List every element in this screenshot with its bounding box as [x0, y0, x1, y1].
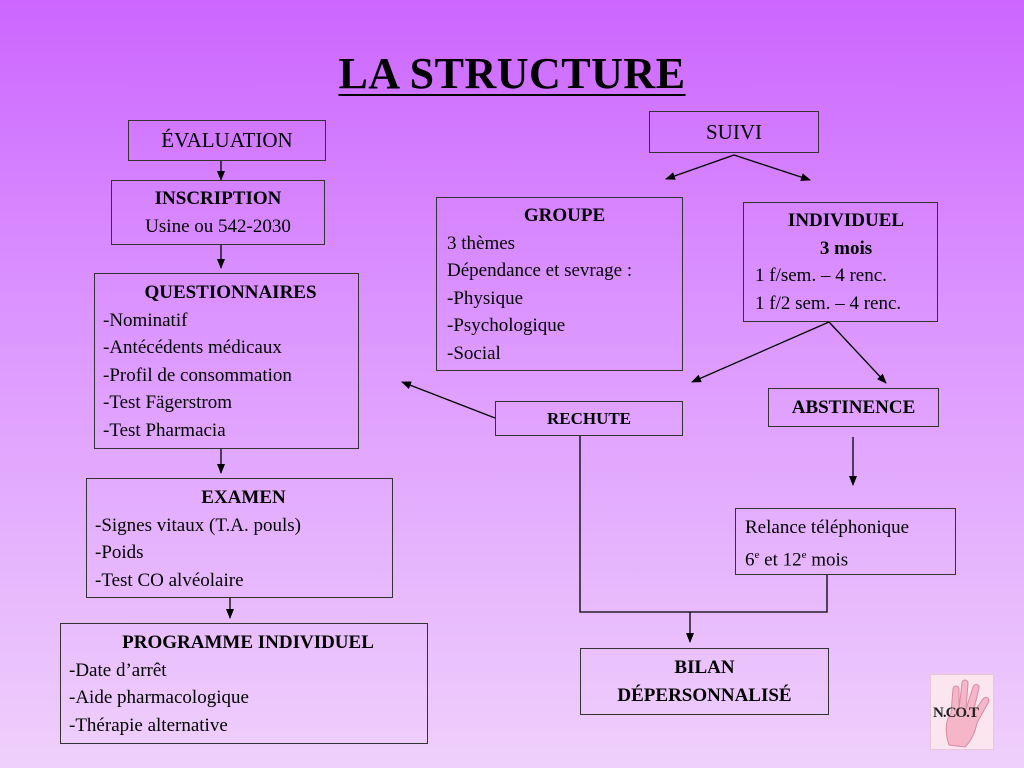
relance-title: Relance téléphonique	[745, 517, 910, 538]
connector-rechute-bilan	[579, 436, 828, 613]
examen-box: EXAMEN -Signes vitaux (T.A. pouls) -Poid…	[86, 478, 393, 598]
evaluation-box: ÉVALUATION	[128, 120, 326, 161]
bilan-line-1: BILAN	[674, 657, 735, 678]
arrow-individuel-rechute	[691, 321, 830, 383]
hand-icon	[945, 679, 990, 748]
abstinence-box: ABSTINENCE	[768, 388, 939, 427]
rechute-label: RECHUTE	[546, 409, 632, 428]
individuel-title: INDIVIDUEL	[787, 210, 905, 231]
groupe-item: 3 thèmes	[447, 232, 516, 254]
groupe-item: -Physique	[447, 287, 523, 309]
groupe-box: GROUPE 3 thèmes Dépendance et sevrage : …	[436, 197, 683, 371]
relance-superscript: e	[801, 548, 807, 561]
suivi-label: SUIVI	[706, 120, 762, 144]
programme-box: PROGRAMME INDIVIDUEL -Date d’arrêt -Aide…	[60, 623, 428, 744]
examen-item: -Signes vitaux (T.A. pouls)	[95, 514, 301, 536]
groupe-title: GROUPE	[523, 205, 606, 226]
programme-item: -Thérapie alternative	[69, 714, 228, 736]
individuel-item: 1 f/sem. – 4 renc.	[755, 265, 887, 286]
rechute-box: RECHUTE	[495, 401, 683, 436]
examen-item: -Poids	[95, 542, 144, 563]
groupe-item: -Psychologique	[447, 315, 566, 336]
inscription-detail: Usine ou 542-2030	[145, 215, 291, 237]
bilan-box: BILAN DÉPERSONNALISÉ	[580, 648, 829, 715]
abstinence-label: ABSTINENCE	[791, 397, 916, 418]
questionnaires-item: -Test Fägerstrom	[103, 392, 233, 413]
groupe-item: Dépendance et sevrage :	[447, 260, 633, 281]
arrow-suivi-individuel	[733, 154, 811, 181]
relance-tail: mois	[806, 548, 849, 570]
evaluation-label: ÉVALUATION	[161, 128, 293, 152]
arrow-suivi-groupe	[665, 154, 735, 180]
questionnaires-item: -Nominatif	[103, 309, 188, 331]
bilan-line-2: DÉPERSONNALISÉ	[617, 684, 792, 706]
relance-conjunction: et 12	[759, 548, 802, 570]
questionnaires-box: QUESTIONNAIRES -Nominatif -Antécédents m…	[94, 273, 359, 449]
arrow-individuel-abstinence	[828, 321, 887, 384]
page-title: LA STRUCTURE	[338, 49, 686, 98]
relance-number: 6	[745, 548, 755, 570]
inscription-box: INSCRIPTION Usine ou 542-2030	[111, 180, 325, 245]
logo-text: N.CO.T	[933, 705, 979, 721]
individuel-box: INDIVIDUEL 3 mois 1 f/sem. – 4 renc. 1 f…	[743, 202, 938, 322]
arrow-rechute-questionnaires	[401, 381, 496, 419]
programme-item: -Aide pharmacologique	[69, 687, 249, 708]
questionnaires-item: -Test Pharmacia	[103, 419, 226, 441]
relance-box: Relance téléphonique 6e et 12e mois	[735, 508, 956, 575]
programme-item: -Date d’arrêt	[69, 659, 167, 681]
questionnaires-title: QUESTIONNAIRES	[144, 282, 317, 303]
programme-title: PROGRAMME INDIVIDUEL	[122, 632, 374, 653]
groupe-item: -Social	[447, 342, 501, 364]
relance-schedule: 6e et 12e mois	[745, 542, 955, 574]
relance-superscript: e	[754, 548, 760, 561]
ncot-logo: N.CO.T	[930, 674, 994, 750]
questionnaires-item: -Profil de consommation	[103, 364, 292, 386]
questionnaires-item: -Antécédents médicaux	[103, 337, 282, 358]
suivi-box: SUIVI	[649, 111, 819, 153]
examen-title: EXAMEN	[201, 487, 286, 508]
examen-item: -Test CO alvéolaire	[95, 569, 244, 591]
individuel-item: 1 f/2 sem. – 4 renc.	[755, 292, 902, 314]
individuel-subtitle: 3 mois	[819, 237, 873, 259]
inscription-title: INSCRIPTION	[154, 188, 282, 209]
